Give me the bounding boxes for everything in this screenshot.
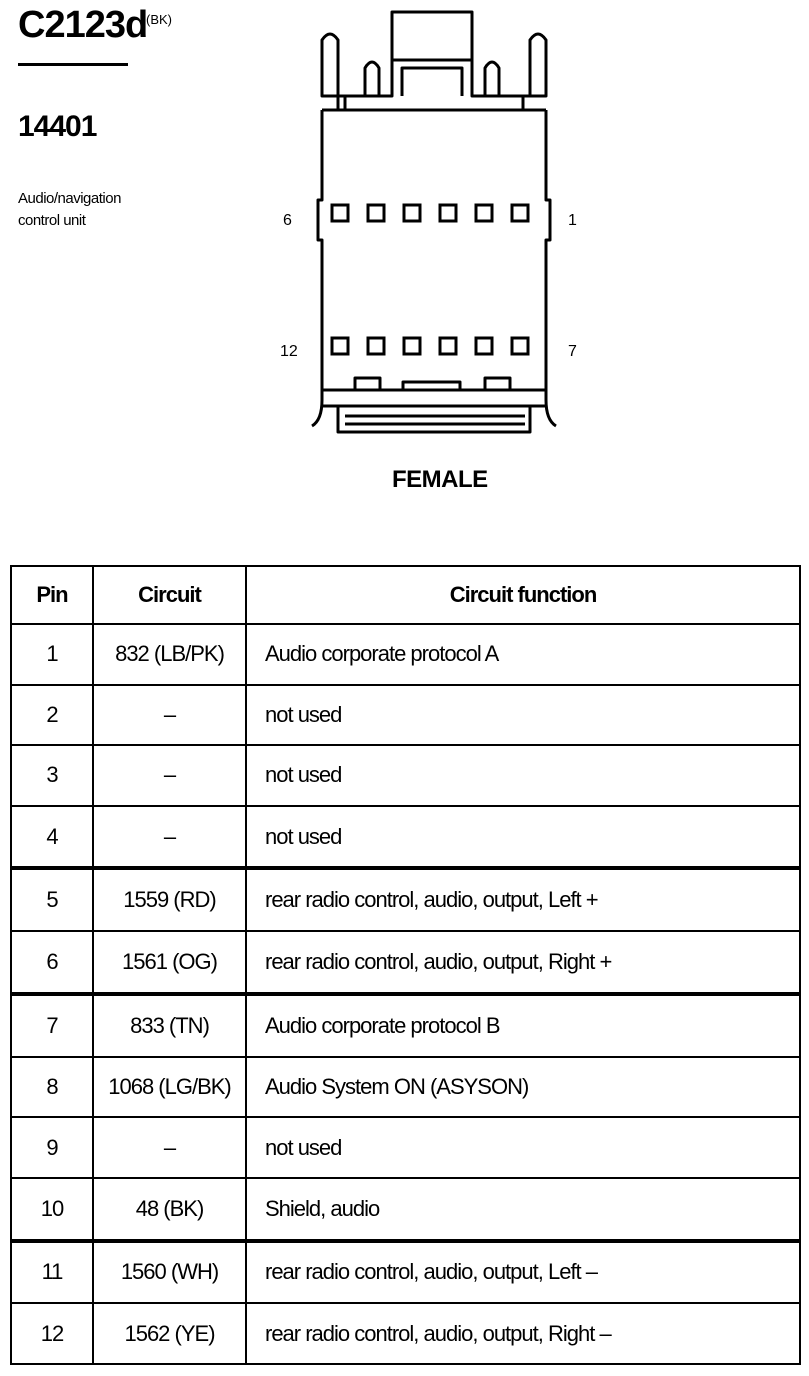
function-cell: rear radio control, audio, output, Left … — [245, 866, 801, 933]
circuit-cell: 1068 (LG/BK) — [92, 1055, 247, 1119]
pinout-table: Pin Circuit Circuit function 1 832 (LB/P… — [10, 565, 801, 1365]
function-cell: not used — [245, 683, 801, 747]
pin-label-bottom-left: 12 — [280, 343, 298, 360]
table-row: 10 48 (BK) Shield, audio — [10, 1176, 801, 1242]
pin-cavity-6 — [330, 203, 350, 223]
table-row: 2 – not used — [10, 683, 801, 747]
pin-cavity-3 — [438, 203, 458, 223]
connector-color-code: (BK) — [146, 12, 172, 27]
part-description: Audio/navigation control unit — [18, 190, 121, 229]
pin-cell: 12 — [10, 1302, 94, 1365]
circuit-cell: – — [92, 804, 247, 870]
circuit-cell: – — [92, 1116, 247, 1179]
table-row: 5 1559 (RD) rear radio control, audio, o… — [10, 866, 801, 933]
circuit-cell: 833 (TN) — [92, 991, 247, 1058]
pin-cavity-8 — [474, 336, 494, 356]
pin-cell: 5 — [10, 866, 94, 933]
part-number: 14401 — [18, 110, 97, 143]
circuit-cell: 48 (BK) — [92, 1176, 247, 1242]
pin-column-header: Pin — [10, 565, 94, 625]
pin-cavity-4 — [402, 203, 422, 223]
title-underline — [18, 63, 128, 66]
table-row: 7 833 (TN) Audio corporate protocol B — [10, 991, 801, 1058]
table-row: 9 – not used — [10, 1116, 801, 1179]
function-cell: not used — [245, 1116, 801, 1179]
connector-id: C2123d — [18, 4, 148, 46]
table-row: 12 1562 (YE) rear radio control, audio, … — [10, 1302, 801, 1365]
pin-cavity-10 — [402, 336, 422, 356]
circuit-cell: 1561 (OG) — [92, 930, 247, 995]
pin-cavity-7 — [510, 336, 530, 356]
table-row: 1 832 (LB/PK) Audio corporate protocol A — [10, 623, 801, 686]
pin-cell: 7 — [10, 991, 94, 1058]
table-row: 11 1560 (WH) rear radio control, audio, … — [10, 1238, 801, 1305]
pin-cavity-1 — [510, 203, 530, 223]
pin-cell: 10 — [10, 1176, 94, 1242]
function-cell: rear radio control, audio, output, Right… — [245, 930, 801, 995]
function-cell: not used — [245, 804, 801, 870]
table-row: 8 1068 (LG/BK) Audio System ON (ASYSON) — [10, 1055, 801, 1119]
pin-label-bottom-right: 7 — [568, 343, 577, 360]
function-cell: not used — [245, 744, 801, 807]
pin-cavity-2 — [474, 203, 494, 223]
pin-cell: 6 — [10, 930, 94, 995]
pin-label-top-left: 6 — [283, 212, 292, 229]
function-cell: rear radio control, audio, output, Left … — [245, 1238, 801, 1305]
pin-cell: 4 — [10, 804, 94, 870]
circuit-cell: 832 (LB/PK) — [92, 623, 247, 686]
circuit-column-header: Circuit — [92, 565, 247, 625]
pin-cell: 11 — [10, 1238, 94, 1305]
table-row: 6 1561 (OG) rear radio control, audio, o… — [10, 930, 801, 995]
function-cell: Audio corporate protocol B — [245, 991, 801, 1058]
function-cell: Audio System ON (ASYSON) — [245, 1055, 801, 1119]
circuit-cell: 1560 (WH) — [92, 1238, 247, 1305]
circuit-cell: – — [92, 744, 247, 807]
pin-cavity-9 — [438, 336, 458, 356]
pin-cavity-11 — [366, 336, 386, 356]
function-cell: Audio corporate protocol A — [245, 623, 801, 686]
circuit-cell: – — [92, 683, 247, 747]
function-column-header: Circuit function — [245, 565, 801, 625]
pin-cavity-5 — [366, 203, 386, 223]
pin-cell: 2 — [10, 683, 94, 747]
pin-label-top-right: 1 — [568, 212, 577, 229]
function-cell: rear radio control, audio, output, Right… — [245, 1302, 801, 1365]
table-row: 3 – not used — [10, 744, 801, 807]
table-row: 4 – not used — [10, 804, 801, 870]
function-cell: Shield, audio — [245, 1176, 801, 1242]
pin-cell: 1 — [10, 623, 94, 686]
pin-cavity-12 — [330, 336, 350, 356]
table-header-row: Pin Circuit Circuit function — [10, 565, 801, 625]
pin-cell: 3 — [10, 744, 94, 807]
circuit-cell: 1559 (RD) — [92, 866, 247, 933]
connector-face-diagram — [311, 10, 557, 434]
pin-cell: 8 — [10, 1055, 94, 1119]
pin-cell: 9 — [10, 1116, 94, 1179]
circuit-cell: 1562 (YE) — [92, 1302, 247, 1365]
connector-gender-label: FEMALE — [392, 466, 488, 493]
